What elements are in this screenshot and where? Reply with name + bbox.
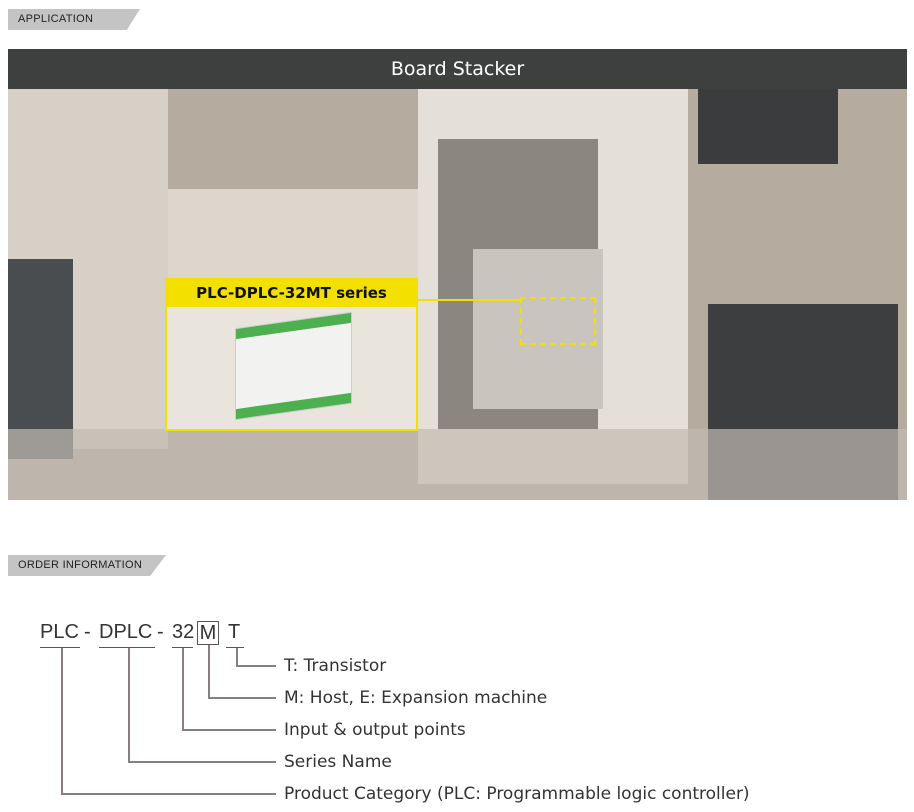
underline <box>40 647 80 648</box>
label-series-name: Series Name <box>284 752 392 772</box>
label-product-category: Product Category (PLC: Programmable logi… <box>284 784 750 804</box>
product-callout: PLC-DPLC-32MT series <box>165 278 418 431</box>
plc-highlight-box <box>520 297 596 345</box>
underline <box>172 647 193 648</box>
code-dash: - <box>157 621 164 643</box>
code-points: 32 <box>172 621 195 643</box>
code-dash: - <box>84 621 91 643</box>
leader-line <box>128 648 130 762</box>
leader-line <box>61 648 63 794</box>
label-io-points: Input & output points <box>284 720 466 740</box>
underline <box>226 647 244 648</box>
plc-device-image <box>235 311 352 421</box>
leader-line <box>208 645 210 697</box>
leader-line <box>236 665 276 667</box>
leader-line <box>128 761 276 763</box>
callout-label: PLC-DPLC-32MT series <box>167 280 416 307</box>
order-section-tag: ORDER INFORMATION <box>8 555 166 576</box>
code-output: T <box>228 621 241 643</box>
label-output-type: T: Transistor <box>284 656 387 676</box>
underline <box>99 647 155 648</box>
leader-line <box>236 648 238 666</box>
application-photo <box>8 89 907 500</box>
application-title: Board Stacker <box>8 49 907 89</box>
application-section-tag: APPLICATION <box>8 9 140 30</box>
label-host-expansion: M: Host, E: Expansion machine <box>284 688 548 708</box>
leader-line <box>182 648 184 730</box>
leader-line <box>208 697 276 699</box>
callout-connector <box>418 299 520 301</box>
leader-line <box>182 729 276 731</box>
leader-line <box>61 793 276 795</box>
code-series: DPLC <box>99 621 153 643</box>
code-category: PLC <box>40 621 79 643</box>
code-type: M <box>197 621 219 645</box>
